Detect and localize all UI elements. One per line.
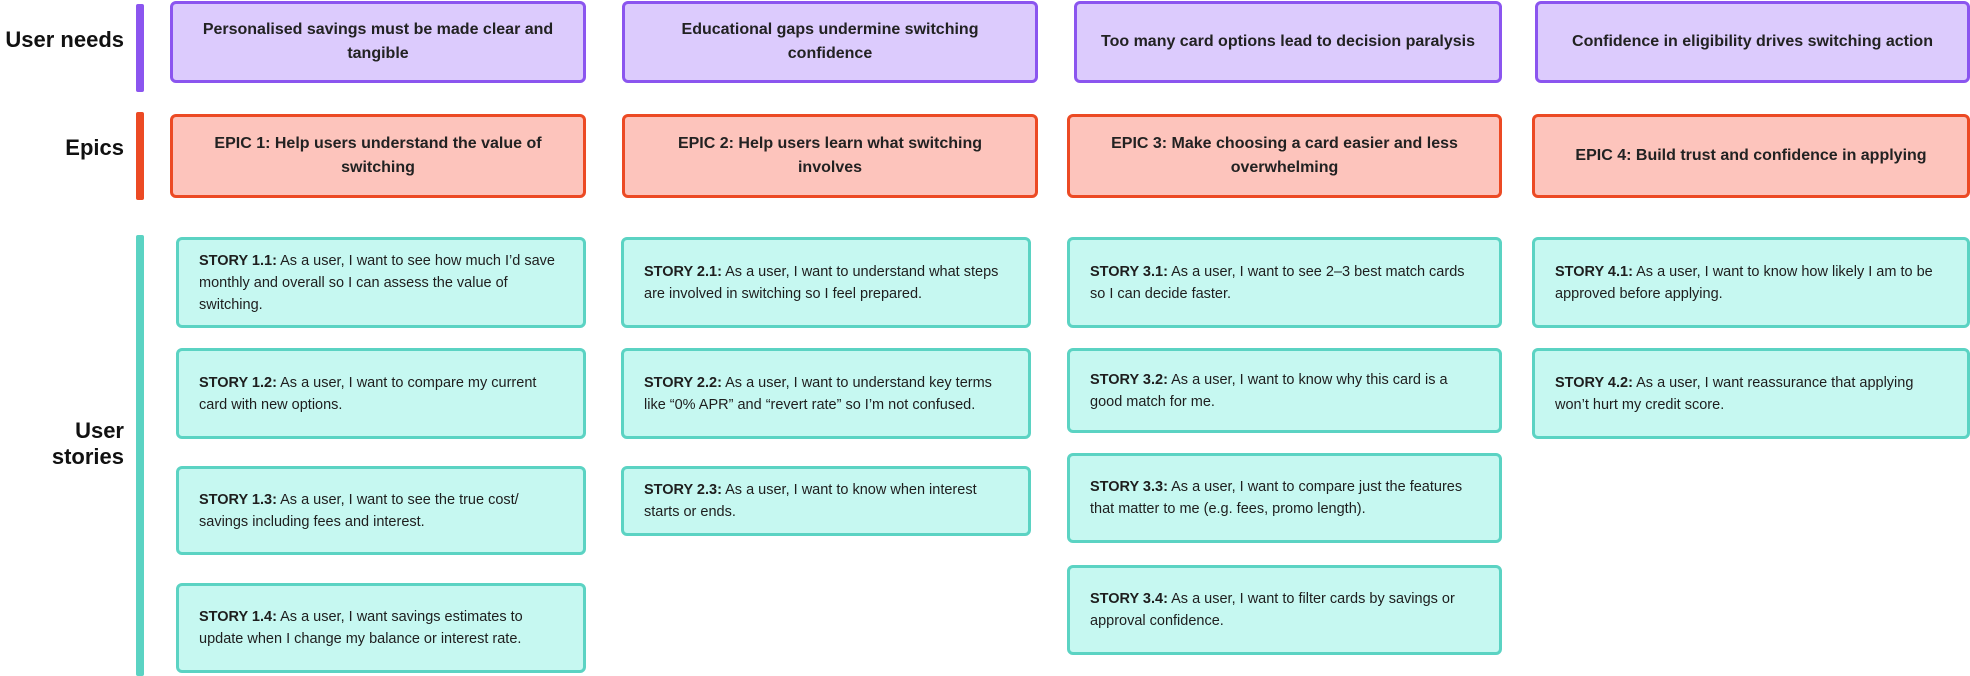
story-card-1-3: STORY 1.3: As a user, I want to see the …	[176, 466, 586, 555]
need-card-2: Educational gaps undermine switching con…	[622, 1, 1038, 83]
epic-card-4: EPIC 4: Build trust and confidence in ap…	[1532, 114, 1970, 198]
story-card-3-3: STORY 3.3: As a user, I want to compare …	[1067, 453, 1502, 543]
story-text: As a user, I want to know how likely I a…	[1555, 263, 1933, 302]
need-card-4: Confidence in eligibility drives switchi…	[1535, 1, 1970, 83]
story-card-2-2: STORY 2.2: As a user, I want to understa…	[621, 348, 1031, 439]
story-id: STORY 1.3:	[199, 491, 277, 508]
story-card-2-3: STORY 2.3: As a user, I want to know whe…	[621, 466, 1031, 536]
epic-card-2: EPIC 2: Help users learn what switching …	[622, 114, 1038, 198]
story-id: STORY 2.1:	[644, 263, 722, 280]
story-id: STORY 4.1:	[1555, 263, 1633, 280]
story-text: As a user, I want to see the true cost/ …	[199, 491, 519, 530]
story-card-4-1: STORY 4.1: As a user, I want to know how…	[1532, 237, 1970, 328]
epic-card-1: EPIC 1: Help users understand the value …	[170, 114, 586, 198]
story-card-1-1: STORY 1.1: As a user, I want to see how …	[176, 237, 586, 328]
story-text: As a user, I want to know when interest …	[644, 482, 977, 520]
story-text: As a user, I want savings estimates to u…	[199, 609, 523, 647]
story-card-3-4: STORY 3.4: As a user, I want to filter c…	[1067, 565, 1502, 655]
need-card-1: Personalised savings must be made clear …	[170, 1, 586, 83]
story-card-1-4: STORY 1.4: As a user, I want savings est…	[176, 583, 586, 673]
story-card-2-1: STORY 2.1: As a user, I want to understa…	[621, 237, 1031, 328]
story-text: As a user, I want to see 2–3 best match …	[1090, 263, 1465, 302]
story-id: STORY 4.2:	[1555, 374, 1633, 391]
user-needs-bar	[136, 4, 144, 92]
row-label-user-needs: User needs	[5, 27, 124, 52]
story-id: STORY 1.1:	[199, 252, 277, 269]
row-label-epics: Epics	[65, 135, 124, 160]
epic-card-3: EPIC 3: Make choosing a card easier and …	[1067, 114, 1502, 198]
story-id: STORY 1.2:	[199, 374, 277, 391]
story-text: As a user, I want to filter cards by sav…	[1090, 591, 1455, 629]
story-card-3-1: STORY 3.1: As a user, I want to see 2–3 …	[1067, 237, 1502, 328]
story-text: As a user, I want to compare just the fe…	[1090, 479, 1463, 517]
story-id: STORY 3.2:	[1090, 371, 1168, 388]
story-text: As a user, I want to compare my current …	[199, 374, 537, 413]
need-card-3: Too many card options lead to decision p…	[1074, 1, 1502, 83]
story-card-3-2: STORY 3.2: As a user, I want to know why…	[1067, 348, 1502, 433]
story-text: As a user, I want reassurance that apply…	[1555, 374, 1914, 413]
user-stories-bar	[136, 235, 144, 676]
epics-bar	[136, 112, 144, 200]
story-text: As a user, I want to understand key term…	[644, 374, 992, 413]
row-label-user-stories: User stories	[51, 418, 124, 469]
story-id: STORY 1.4:	[199, 609, 277, 625]
story-id: STORY 3.1:	[1090, 263, 1168, 280]
story-id: STORY 3.4:	[1090, 591, 1168, 607]
story-id: STORY 2.3:	[644, 482, 722, 498]
story-text: As a user, I want to see how much I’d sa…	[199, 252, 555, 313]
story-card-4-2: STORY 4.2: As a user, I want reassurance…	[1532, 348, 1970, 439]
story-id: STORY 3.3:	[1090, 479, 1168, 495]
story-text: As a user, I want to understand what ste…	[644, 263, 999, 302]
story-text: As a user, I want to know why this card …	[1090, 371, 1448, 410]
story-id: STORY 2.2:	[644, 374, 722, 391]
story-card-1-2: STORY 1.2: As a user, I want to compare …	[176, 348, 586, 439]
